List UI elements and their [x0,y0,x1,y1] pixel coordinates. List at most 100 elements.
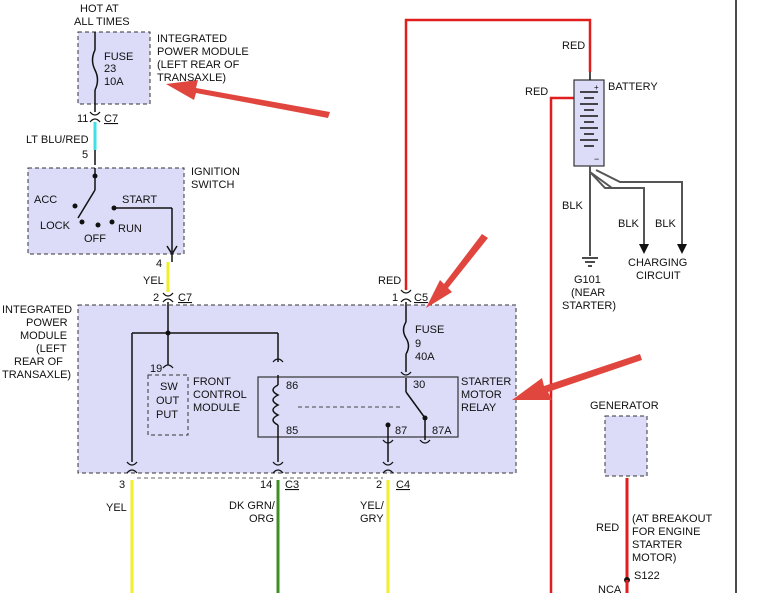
label-pin-2-c4: 2 [376,479,382,491]
label-lock: LOCK [40,220,71,232]
label-generator: GENERATOR [590,400,659,412]
label-pin-5: 5 [82,149,88,161]
label-pin-14: 14 [260,479,272,491]
label-wire-dk-grn-1: DK GRN/ [229,500,276,512]
label-sw-output-3: PUT [156,409,178,421]
callout-arrow-fuse-23 [166,80,330,118]
label-breakout-3: STARTER [632,539,682,551]
label-ipm-top-2: POWER MODULE [157,46,249,58]
label-fcm-3: MODULE [193,402,240,414]
label-fuse-23-2: 23 [104,63,116,75]
label-pin-11: 11 [77,113,88,125]
label-charging-2: CIRCUIT [636,270,681,282]
label-ipm-left-1: INTEGRATED [2,304,72,316]
ground-symbol [582,257,598,267]
label-ipm-left-3: MODULE [20,330,67,342]
label-sw-output-2: OUT [156,395,180,407]
label-ipm-left-4: (LEFT [36,343,67,355]
label-ipm-left-5: REAR OF [14,356,63,368]
wire-blk-charging-1 [589,171,645,248]
label-pin-2-c7: 2 [153,292,159,304]
label-charging-1: CHARGING [628,257,687,269]
label-ground-1: G101 [574,274,601,286]
label-hot-at: HOT AT [80,3,119,15]
label-conn-c4: C4 [396,479,410,491]
label-off: OFF [84,233,106,245]
svg-text:−: − [594,154,599,164]
label-wire-dk-grn-2: ORG [249,513,274,525]
label-ipm-top-3: (LEFT REAR OF [157,59,240,71]
label-wire-red-gen: RED [596,522,619,534]
label-ipm-left-6: TRANSAXLE) [2,369,71,381]
label-splice: S122 [634,570,660,582]
label-pin-4: 4 [156,258,162,270]
label-relay-85: 85 [286,425,298,437]
fuse-9-symbol [402,321,410,355]
relay-coil-symbol [272,384,280,426]
ignition-switch-box [27,167,185,255]
label-wire-red-batt: RED [525,86,548,98]
label-conn-c7-top: C7 [104,113,118,125]
label-breakout-2: FOR ENGINE [632,526,700,538]
label-pin-19: 19 [150,363,162,375]
battery-box [573,79,605,167]
label-wire-red-top: RED [562,40,585,52]
battery-symbol [580,91,598,147]
label-fuse-9-2: 9 [415,338,421,350]
label-ipm-left-2: POWER [26,317,68,329]
label-ignition-2: SWITCH [191,179,234,191]
label-wire-blk-1: BLK [562,200,583,212]
label-smr-2: MOTOR [461,389,502,401]
label-ground-3: STARTER) [562,300,616,312]
label-run: RUN [118,223,142,235]
callout-arrows [166,80,642,400]
label-wire-red-c5: RED [378,275,401,287]
label-smr-1: STARTER [461,376,511,388]
label-conn-c7-mid: C7 [178,292,192,304]
label-wire-blk-2: BLK [618,218,639,230]
label-ipm-top-1: INTEGRATED [157,33,227,45]
label-acc: ACC [34,194,57,206]
label-relay-30: 30 [413,379,425,391]
label-wire-blk-3: BLK [655,218,676,230]
label-ipm-top-4: TRANSAXLE) [157,72,226,84]
callout-arrow-relay [512,354,642,400]
label-nca: NCA [598,584,622,593]
label-all-times: ALL TIMES [74,16,130,28]
wire-red-starter [549,96,574,593]
label-sw-output-1: SW [160,381,178,393]
label-fcm-2: CONTROL [193,389,247,401]
label-wire-yel-gry-1: YEL/ [360,500,385,512]
fuse-23-symbol [91,49,99,91]
label-fuse-9-1: FUSE [415,324,444,336]
label-relay-87: 87 [395,425,407,437]
callout-arrow-fuse-9 [426,234,488,308]
label-ignition-1: IGNITION [191,166,240,178]
svg-text:+: + [594,83,599,92]
label-fuse-23-3: 10A [104,76,124,88]
charging-arrow-1 [639,244,649,254]
label-fuse-23-1: FUSE [104,51,133,63]
ignition-switch-contact [77,189,96,219]
label-pin-3: 3 [119,479,125,491]
label-wire-yel-gry-2: GRY [360,513,384,525]
label-conn-c3: C3 [285,479,299,491]
label-conn-c5: C5 [414,292,428,304]
charging-arrow-2 [677,244,687,254]
relay-switch-contact [405,391,426,419]
label-fcm-1: FRONT [193,376,231,388]
label-ground-2: (NEAR [571,287,605,299]
label-breakout-1: (AT BREAKOUT [632,513,713,525]
wire-blk-charging-2 [595,169,683,248]
label-fuse-9-3: 40A [415,351,435,363]
generator-box [604,415,648,477]
label-wire-yel-top: YEL [143,275,164,287]
label-breakout-4: MOTOR) [632,552,676,564]
ipm-top-box [77,31,151,105]
fcm-sw-output-box [147,374,189,436]
label-wire-yel-bottom: YEL [106,502,127,514]
label-wire-lt-blu-red: LT BLU/RED [26,134,89,146]
label-relay-86: 86 [286,380,298,392]
